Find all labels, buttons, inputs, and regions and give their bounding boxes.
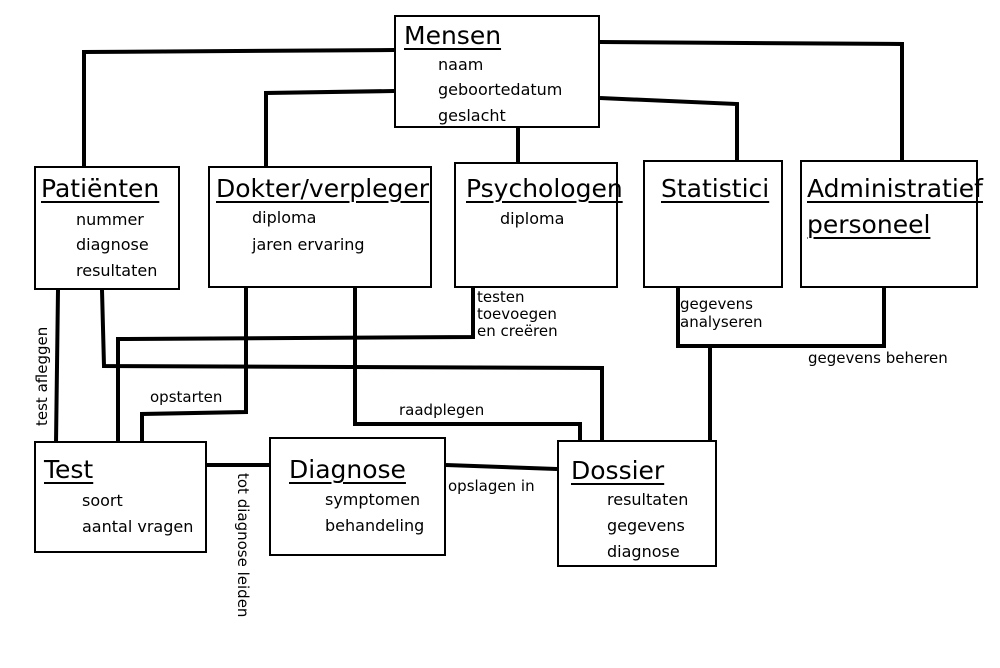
entity-diagnose-attr: symptomen [325,490,421,509]
relation-label-opslagen-in: opslagen in [448,477,535,495]
entity-dossier-title: Dossier [571,456,665,485]
entity-patienten-attr: resultaten [76,261,158,280]
relation-label-test-afleggen: test afleggen [33,326,51,426]
relation-label-testen-1: testen [477,288,525,306]
relation-label-gegevens-analyseren-2: analyseren [680,313,763,331]
relation-label-gegevens-beheren: gegevens beheren [808,349,948,367]
entity-dokter-attr: jaren ervaring [252,235,365,254]
line-statistici-admin [676,288,886,348]
entity-administratief-title-2: personeel [807,210,931,239]
line-mensen-administratief [599,40,904,160]
entity-mensen: Mensen naam geboortedatum geslacht [394,15,600,128]
entity-mensen-title: Mensen [404,21,502,50]
relation-label-tot-diagnose-leiden: tot diagnose leiden [234,473,252,618]
entity-diagnose-title: Diagnose [289,455,406,484]
entity-dokter-attr: diploma [252,208,317,227]
entity-dossier: Dossier resultaten gegevens diagnose [557,440,717,567]
entity-test: Test soort aantal vragen [34,441,207,553]
entity-dossier-attr: gegevens [607,516,685,535]
line-mensen-statistici [599,96,739,160]
line-mensen-patienten [82,48,395,166]
line-dokter-test [140,288,248,441]
entity-dossier-attr: resultaten [607,490,689,509]
entity-patienten-title: Patiënten [41,174,160,203]
entity-test-attr: soort [82,491,123,510]
entity-mensen-attr: naam [438,55,484,74]
entity-psychologen-attr: diploma [500,209,565,228]
relation-label-raadplegen: raadplegen [399,401,485,419]
relation-label-opstarten: opstarten [150,388,223,406]
entity-diagnose: Diagnose symptomen behandeling [269,437,446,556]
entity-administratief-title-1: Administratief [807,174,983,203]
entity-dossier-attr: diagnose [607,542,680,561]
entity-statistici: Statistici [643,160,783,288]
entity-psychologen: Psychologen diploma [454,162,623,288]
entity-psychologen-title: Psychologen [466,174,623,203]
relation-label-gegevens-analyseren-1: gegevens [680,295,753,313]
line-psychologen-test [116,288,475,443]
relation-label-testen-2: toevoegen [477,305,557,323]
entity-statistici-title: Statistici [661,174,770,203]
line-mensen-dokter [264,89,395,166]
relation-label-testen-3: en creëren [477,322,558,340]
entity-dokter-verpleger: Dokter/verpleger diploma jaren ervaring [208,166,432,288]
entity-administratief-personeel: Administratief personeel [800,160,983,288]
entity-dokter-title: Dokter/verpleger [216,174,430,203]
line-patienten-test [54,289,60,444]
entity-mensen-attr: geslacht [438,106,506,125]
entity-diagnose-attr: behandeling [325,516,425,535]
line-diagnose-dossier [445,463,558,471]
entity-patienten-attr: nummer [76,210,144,229]
entity-test-title: Test [44,455,94,484]
line-dokter-dossier [353,288,582,440]
entity-test-attr: aantal vragen [82,517,194,536]
entity-mensen-attr: geboortedatum [438,80,563,99]
entity-patienten-attr: diagnose [76,235,149,254]
entity-patienten: Patiënten nummer diagnose resultaten [34,166,180,290]
